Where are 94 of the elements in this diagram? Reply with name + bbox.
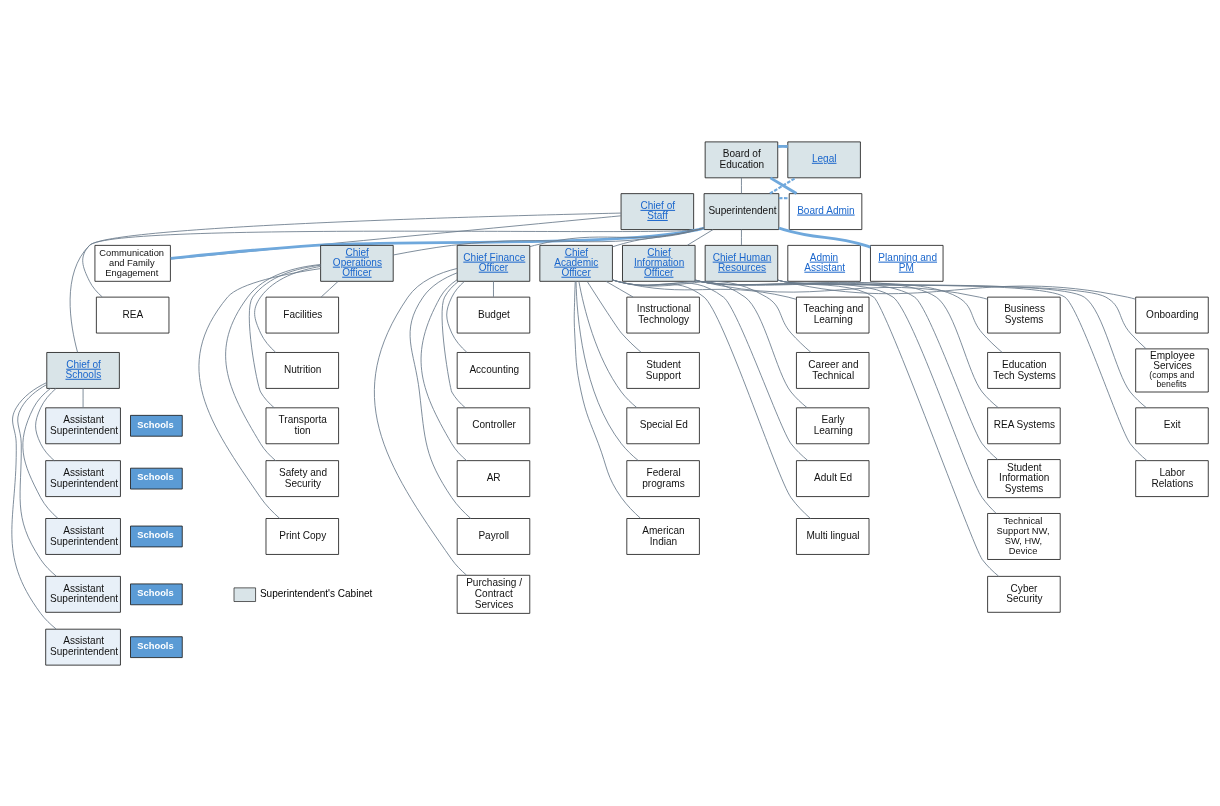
connector: [320, 280, 339, 297]
node-box: REA Systems: [987, 406, 1061, 444]
connector: [612, 279, 809, 461]
node-box: Instructional Technology: [626, 296, 700, 333]
node-box: Education Tech Systems: [987, 351, 1061, 389]
node-box: Federal programs: [626, 459, 700, 497]
connector: [777, 279, 1147, 408]
node-box: Chief Information Officer: [622, 244, 696, 282]
node-box: AR: [456, 459, 531, 497]
node-box: Exit: [1135, 406, 1209, 444]
node-box: American Indian: [626, 517, 700, 555]
node-box: Purchasing / Contract Services: [456, 574, 531, 614]
connector: [741, 228, 742, 246]
node-box: Teaching and Learning: [796, 296, 870, 333]
node-box: Assistant Superintendent: [45, 406, 121, 444]
node-box: Schools: [130, 635, 183, 658]
node-box: Budget: [456, 296, 531, 333]
connector: [420, 278, 468, 461]
connector: [612, 278, 811, 519]
connector: [446, 280, 468, 353]
node-box: Superintendent: [703, 192, 780, 230]
node-box: Student Information Systems: [987, 458, 1061, 498]
node-box: Payroll: [456, 517, 531, 555]
connector: [586, 280, 642, 353]
node-box: Special Ed: [626, 406, 700, 444]
node-box: Chief Academic Officer: [539, 244, 613, 282]
connector: [605, 280, 634, 297]
node-box: Print Copy: [265, 517, 339, 555]
node-box: Chief Human Resources: [704, 244, 779, 282]
connector: [578, 280, 638, 408]
connector: [694, 279, 1000, 577]
connector: [778, 196, 790, 199]
node-box: Controller: [456, 406, 531, 444]
connector: [35, 387, 57, 461]
connector: [198, 267, 321, 519]
connector: [11, 381, 57, 629]
connector: [82, 387, 84, 408]
connector: [409, 271, 472, 519]
node-box: Employee Services (comps and benefits: [1135, 347, 1209, 392]
node-box: Business Systems: [987, 296, 1061, 333]
connector: [777, 144, 788, 148]
node-box: REA: [95, 296, 170, 333]
node-box: Facilities: [265, 296, 339, 333]
node-box: Assistant Superintendent: [45, 628, 121, 666]
node-box: Nutrition: [265, 351, 339, 389]
node-box: Career and Technical: [796, 351, 870, 389]
node-box: Adult Ed: [796, 459, 870, 497]
connector: [22, 387, 59, 519]
node-box: Assistant Superintendent: [45, 459, 121, 497]
connector: [248, 264, 321, 408]
node-box: Technical Support NW, SW, HW, Device: [987, 512, 1061, 560]
node-box: Planning and PM: [870, 244, 944, 282]
node-box: Admin Assistant: [787, 244, 861, 282]
connector: [441, 280, 466, 408]
node-box: Assistant Superintendent: [45, 517, 121, 555]
connector: [69, 227, 705, 353]
node-box: Assistant Superintendent: [45, 575, 121, 613]
node-box: Chief Operations Officer: [320, 244, 394, 282]
node-box: Schools: [130, 583, 183, 605]
legend-label: Superintendent's Cabinet: [259, 587, 373, 599]
connector: [493, 280, 494, 297]
connector: [612, 226, 705, 247]
connector: [374, 267, 467, 576]
node-box: Student Support: [626, 351, 700, 389]
connector: [17, 383, 57, 577]
connector: [225, 263, 321, 461]
connector: [254, 265, 321, 353]
connector: [170, 226, 705, 260]
node-box: Board of Education: [704, 140, 779, 178]
node-box: Multi lingual: [796, 517, 870, 555]
connector: [686, 228, 714, 246]
node-box: Safety and Security: [265, 459, 339, 497]
node-box: Onboarding: [1135, 296, 1209, 333]
connector: [529, 227, 705, 247]
node-box: Chief Finance Officer: [456, 244, 531, 282]
node-box: Early Learning: [796, 406, 870, 444]
node-box: Board Admin: [788, 192, 863, 230]
connector: [392, 227, 705, 255]
connector: [575, 280, 639, 461]
connector: [741, 176, 742, 194]
node-box: Legal: [787, 140, 861, 178]
node-box: Schools: [130, 525, 183, 547]
node-box: Communication and Family Engagement: [94, 244, 171, 282]
node-box: Chief of Staff: [620, 192, 695, 230]
connector: [573, 280, 641, 519]
node-box: Transporta tion: [265, 406, 339, 444]
connector: [777, 279, 1148, 461]
connector: [777, 279, 1147, 349]
node-box: Schools: [130, 414, 183, 437]
node-box: Accounting: [456, 351, 531, 389]
node-box: Schools: [130, 467, 183, 489]
node-box: Chief of Schools: [46, 351, 120, 389]
node-box: Cyber Security: [987, 575, 1061, 613]
node-box: Labor Relations: [1135, 459, 1209, 497]
